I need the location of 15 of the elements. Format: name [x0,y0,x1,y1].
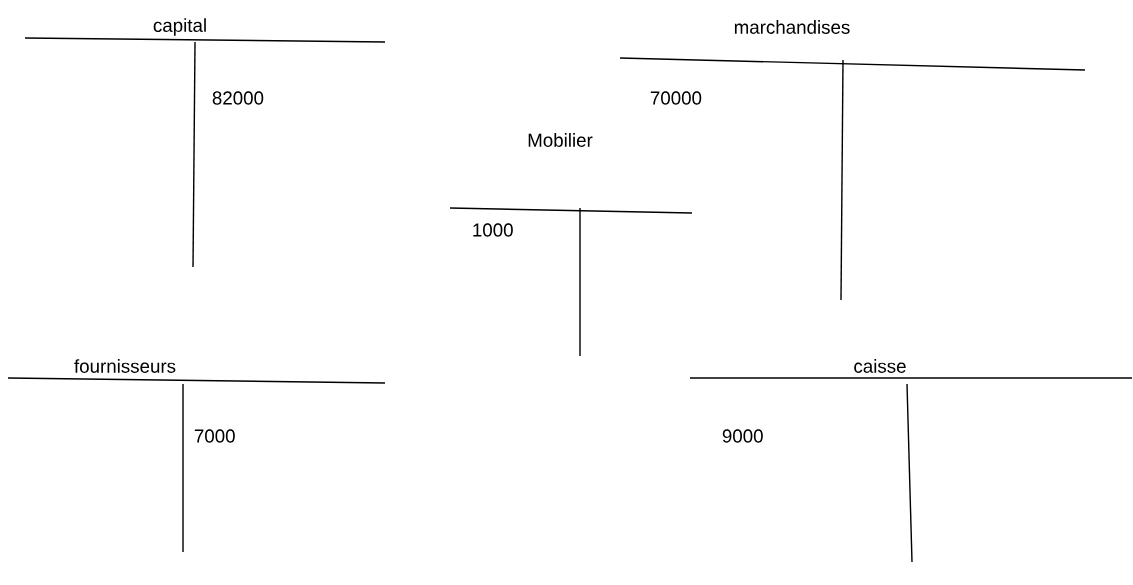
t-account [24,18,386,268]
account-title: Mobilier [528,133,593,147]
amount: 7000 [194,429,235,443]
amount: 9000 [722,429,763,443]
account-title: fournisseurs [74,359,176,373]
amount: 70000 [650,91,702,105]
amount: 82000 [212,91,264,105]
t-account [689,359,1133,563]
account-title: caisse [854,359,906,373]
account-title: marchandises [734,20,850,34]
account-title: capital [153,18,206,36]
t-account [619,20,1086,301]
amount: 1000 [473,223,513,237]
t-account [449,133,693,357]
t-account [7,359,386,553]
